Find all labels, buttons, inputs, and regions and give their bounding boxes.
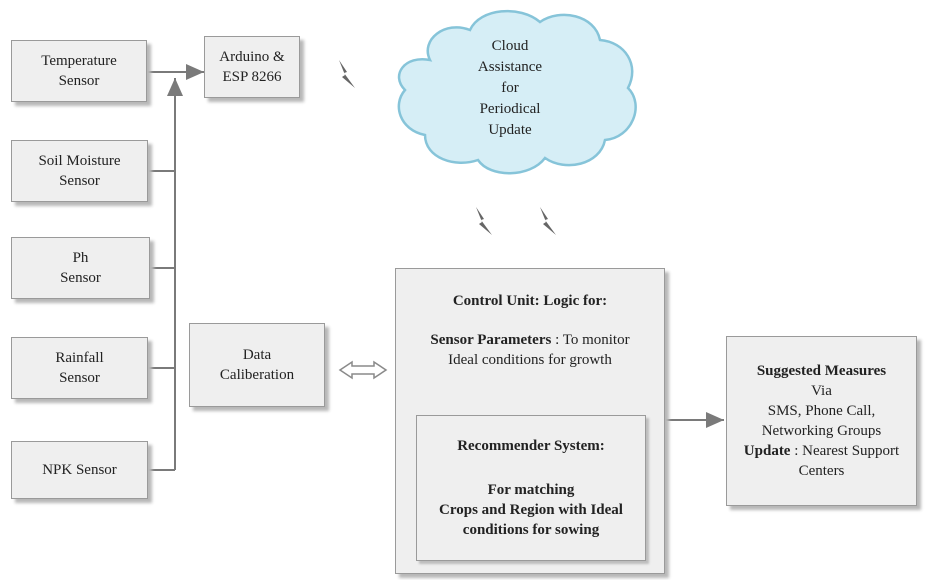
- sensor-bus-lines: [147, 64, 204, 471]
- control-unit-title: Control Unit: Logic for:: [452, 293, 608, 309]
- suggested-measures-box: Suggested Measures Via SMS, Phone Call, …: [726, 336, 917, 506]
- soil-moisture-sensor-box: Soil Moisture Sensor: [11, 140, 148, 202]
- lightning-bolt-icon: [339, 60, 355, 88]
- sensor-parameters-text: Sensor Parameters : To monitor Ideal con…: [430, 332, 630, 368]
- arduino-esp8266-box: Arduino & ESP 8266: [204, 36, 300, 98]
- lightning-bolt-icon: [476, 207, 492, 235]
- ph-sensor-box: Ph Sensor: [11, 237, 150, 299]
- npk-sensor-box: NPK Sensor: [11, 441, 148, 499]
- lightning-bolt-icon: [540, 207, 556, 235]
- temperature-sensor-box: Temperature Sensor: [11, 40, 147, 102]
- cloud-label: Cloud Assistance for Periodical Update: [477, 38, 543, 138]
- recommender-system-box: Recommender System: For matching Crops a…: [416, 415, 646, 561]
- data-calibration-box: Data Caliberation: [189, 323, 325, 407]
- cloud-shape: [397, 9, 637, 175]
- control-unit-box: Control Unit: Logic for: Sensor Paramete…: [395, 268, 665, 574]
- rainfall-sensor-box: Rainfall Sensor: [11, 337, 148, 399]
- recommender-title: Recommender System:: [457, 438, 605, 454]
- double-arrow-icon: [338, 360, 388, 380]
